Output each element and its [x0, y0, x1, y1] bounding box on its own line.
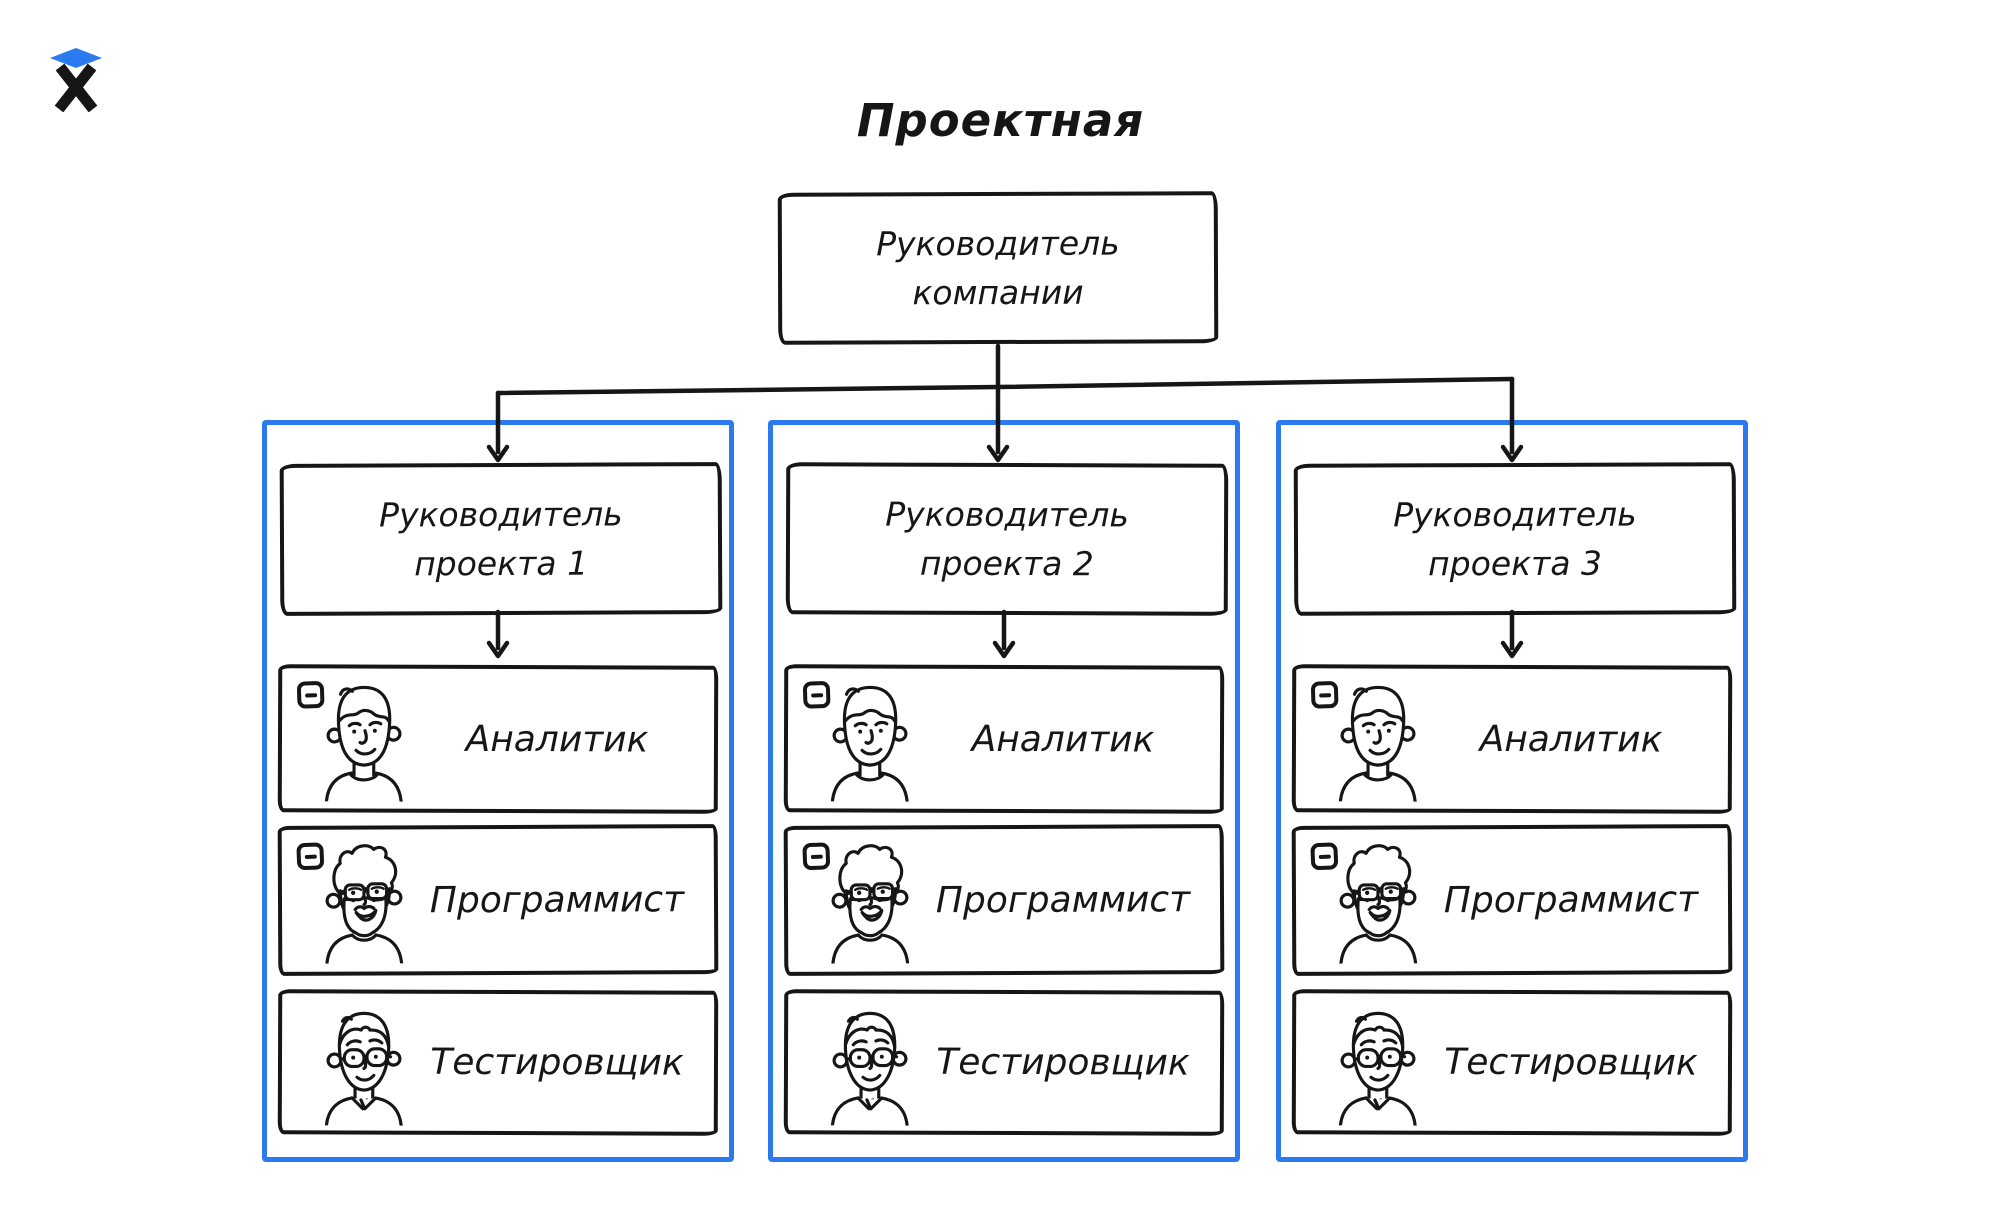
- role-card-analyst-3: Аналитик: [1291, 664, 1733, 814]
- collapse-badge[interactable]: [296, 842, 325, 871]
- company-director-label-line2: компании: [912, 272, 1084, 313]
- role-card-tester-1: Тестировщик: [277, 989, 719, 1136]
- tester-avatar-icon: [1332, 1003, 1424, 1125]
- company-director-label-line1: Руководитель: [876, 223, 1120, 263]
- manager-label-line2: проекта 1: [414, 543, 589, 584]
- role-label-programmer: Программист: [1443, 878, 1699, 921]
- tester-avatar-icon: [318, 1003, 410, 1125]
- brand-logo: [46, 46, 106, 113]
- manager-label-line1: Руководитель: [885, 494, 1129, 534]
- diagram-title: Проектная: [856, 94, 1145, 147]
- collapse-badge[interactable]: [802, 680, 831, 709]
- collapse-badge[interactable]: [1310, 680, 1339, 709]
- project-manager-node-1: Руководитель проекта 1: [279, 462, 723, 616]
- minus-icon: [1318, 854, 1331, 859]
- role-card-tester-2: Тестировщик: [783, 989, 1225, 1136]
- role-card-analyst-2: Аналитик: [783, 664, 1225, 814]
- minus-icon: [1318, 692, 1331, 698]
- manager-label-line2: проекта 2: [919, 543, 1094, 584]
- programmer-avatar-icon: [318, 841, 411, 963]
- role-label-tester: Тестировщик: [1444, 1041, 1698, 1084]
- collapse-badge[interactable]: [296, 680, 325, 709]
- company-director-node: Руководитель компании: [777, 191, 1219, 345]
- role-card-programmer-1: Программист: [277, 824, 719, 976]
- role-label-analyst: Аналитик: [1479, 718, 1663, 761]
- role-label-analyst: Аналитик: [971, 718, 1155, 761]
- role-card-programmer-2: Программист: [783, 824, 1225, 976]
- programmer-avatar-icon: [1332, 841, 1425, 963]
- role-label-programmer: Программист: [935, 878, 1191, 921]
- role-label-analyst: Аналитик: [465, 718, 649, 761]
- manager-label-line1: Руководитель: [1393, 494, 1637, 534]
- role-card-tester-3: Тестировщик: [1291, 989, 1733, 1136]
- minus-icon: [304, 854, 317, 859]
- analyst-avatar-icon: [1332, 679, 1424, 801]
- tester-avatar-icon: [824, 1003, 916, 1125]
- analyst-avatar-icon: [824, 679, 916, 801]
- role-label-tester: Тестировщик: [936, 1041, 1190, 1084]
- role-label-programmer: Программист: [429, 878, 685, 921]
- minus-icon: [810, 692, 823, 698]
- programmer-avatar-icon: [824, 841, 917, 963]
- logo-diamond-icon: [50, 48, 102, 68]
- project-manager-node-2: Руководитель проекта 2: [785, 462, 1229, 616]
- role-card-programmer-3: Программист: [1291, 824, 1733, 976]
- manager-label-line2: проекта 3: [1428, 543, 1603, 584]
- project-manager-node-3: Руководитель проекта 3: [1293, 462, 1737, 616]
- project-team-3: Руководитель проекта 3 Аналитик Программ…: [1276, 420, 1748, 1162]
- collapse-badge[interactable]: [802, 842, 831, 871]
- analyst-avatar-icon: [318, 679, 410, 801]
- collapse-badge[interactable]: [1310, 842, 1339, 871]
- manager-label-line1: Руководитель: [379, 493, 623, 535]
- hexlet-logo-icon: [50, 48, 102, 113]
- project-team-2: Руководитель проекта 2 Аналитик Программ…: [768, 420, 1240, 1162]
- minus-icon: [810, 854, 823, 859]
- role-card-analyst-1: Аналитик: [277, 664, 719, 814]
- role-label-tester: Тестировщик: [430, 1041, 684, 1084]
- project-team-1: Руководитель проекта 1 Аналитик Программ…: [262, 420, 734, 1162]
- minus-icon: [304, 692, 317, 698]
